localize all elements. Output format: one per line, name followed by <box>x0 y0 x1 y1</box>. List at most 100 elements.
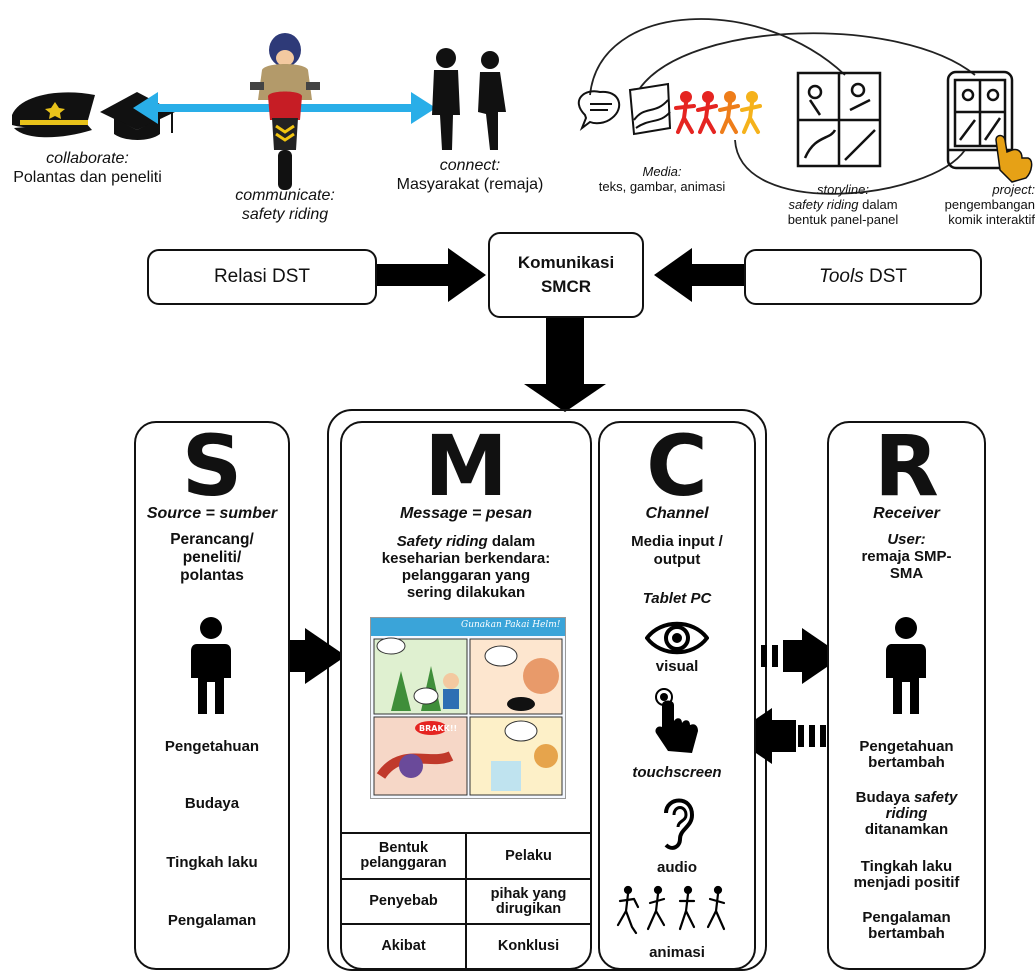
receiver-item-1-line-2: bertambah <box>868 754 945 771</box>
collaborate-label: collaborate: <box>46 150 129 167</box>
message-desc: Safety riding dalam keseharian berkendar… <box>342 533 590 601</box>
comic-image: Gunakan Pakai Helm! BRAKK!! <box>370 617 566 799</box>
communicate-text: safety riding <box>241 206 329 223</box>
receiver-item-2-italic2: riding <box>885 805 928 822</box>
source-panel: S Source = sumber Perancang/ peneliti/ p… <box>134 421 290 970</box>
tablet-icon <box>946 70 1014 170</box>
project-line1: pengembangan <box>944 197 1035 212</box>
source-desc-3: polantas <box>180 567 244 584</box>
receiver-item-2-italic: safety <box>914 789 958 806</box>
comic-header <box>371 618 565 636</box>
touch-hand-icon <box>655 688 698 753</box>
table-cell-bentuk: Bentuk pelanggaran <box>360 840 447 871</box>
person-icon <box>191 617 231 714</box>
storyline-line1-rest: dalam <box>858 197 898 212</box>
channel-media-io-2: output <box>653 551 701 568</box>
storyline-line1-italic: safety riding <box>788 197 859 212</box>
media-label: Media: <box>642 164 682 179</box>
motorcycle-rider-icon <box>250 33 320 190</box>
media-text: teks, gambar, animasi <box>598 179 726 194</box>
receiver-item-4-line-2: bertambah <box>868 925 945 942</box>
mc-group-frame <box>327 409 767 971</box>
project-label: project: <box>992 182 1035 197</box>
receiver-item-1: Pengetahuan bertambah <box>829 739 984 771</box>
storyline-curves <box>589 18 976 195</box>
connect-caption: connect: Masyarakat (remaja) <box>380 156 560 194</box>
storyline-line2: bentuk panel-panel <box>787 212 899 227</box>
source-item-4: Pengalaman <box>167 912 257 929</box>
source-desc-1: Perancang/ <box>170 531 254 548</box>
channel-title: Channel <box>645 505 709 522</box>
receiver-letter: R <box>874 417 939 515</box>
channel-panel: C Channel Media input / output Tablet PC… <box>598 421 756 970</box>
connect-label: connect: <box>439 157 501 174</box>
arrow-smcr-down <box>524 314 606 412</box>
source-item-3: Tingkah laku <box>166 854 258 871</box>
channel-animasi: animasi <box>649 944 705 961</box>
source-desc: Perancang/ peneliti/ polantas <box>136 531 288 585</box>
receiver-item-3-line-2: menjadi positif <box>853 874 960 891</box>
storyline-line1: safety riding dalam <box>768 197 918 212</box>
receiver-item-4: Pengalaman bertambah <box>829 910 984 942</box>
police-cap-icon <box>12 92 95 138</box>
graduation-cap-icon <box>100 92 175 140</box>
smcr-label: SMCR <box>540 277 592 296</box>
communicate-label: communicate: <box>235 187 335 204</box>
arrow-relasi-to-smcr <box>375 248 486 302</box>
table-cell-pihak: pihak yang dirugikan <box>490 885 567 917</box>
project-line2: komik interaktif <box>948 212 1035 227</box>
channel-visual: visual <box>655 658 699 675</box>
relasi-dst-label: Relasi DST <box>213 266 311 287</box>
receiver-title: Receiver <box>873 505 940 522</box>
receiver-user-label: User: <box>887 531 926 548</box>
table-cell-penyebab: Penyebab <box>369 893 438 909</box>
receiver-user-line-1: remaja SMP- <box>861 548 952 565</box>
comic-panels-icon <box>796 71 882 168</box>
source-item-2: Budaya <box>184 795 240 812</box>
touch-hand-icon-top <box>995 134 1033 183</box>
table-cell-konklusi: Konklusi <box>497 938 560 954</box>
collaborate-caption: collaborate: Polantas dan peneliti <box>0 149 175 187</box>
eye-icon <box>645 621 709 655</box>
tools-label-rest: DST <box>863 266 907 287</box>
channel-audio: audio <box>657 859 697 876</box>
receiver-user: User: remaja SMP- SMA <box>829 531 984 582</box>
receiver-user-line-2: SMA <box>889 565 924 582</box>
table-cell-akibat: Akibat <box>381 938 426 954</box>
message-desc-line-1: keseharian berkendara: <box>381 550 551 567</box>
komunikasi-smcr-box: Komunikasi SMCR <box>488 232 644 318</box>
connect-text: Masyarakat (remaja) <box>396 176 544 193</box>
receiver-item-4-line-1: Pengalaman <box>862 909 951 926</box>
source-item-1: Pengetahuan <box>164 738 260 755</box>
arrow-tools-to-smcr <box>654 248 750 302</box>
speech-bubble-icon <box>577 90 621 131</box>
tools-label-italic: Tools <box>819 266 864 287</box>
message-desc-italic: Safety riding <box>396 533 488 550</box>
receiver-item-1-line-1: Pengetahuan <box>859 738 954 755</box>
komunikasi-label: Komunikasi <box>517 253 615 272</box>
table-cell-pelaku: Pelaku <box>505 847 552 864</box>
channel-device: Tablet PC <box>642 590 712 607</box>
project-caption: project: pengembangan komik interaktif <box>925 182 1035 227</box>
people-silhouette-icon <box>432 48 506 150</box>
message-letter: M <box>424 417 508 515</box>
ear-icon <box>664 798 695 850</box>
message-panel: M Message = pesan Safety riding dalam ke… <box>340 421 592 970</box>
receiver-item-3: Tingkah laku menjadi positif <box>829 859 984 891</box>
receiver-panel: R Receiver User: remaja SMP- SMA Pengeta… <box>827 421 986 970</box>
picture-icon <box>628 82 672 136</box>
arrow-receiver-to-channel <box>731 708 826 764</box>
communicate-caption: communicate: safety riding <box>210 186 360 224</box>
message-desc-line-3: sering dilakukan <box>406 584 526 601</box>
collaborate-text: Polantas dan peneliti <box>13 169 162 186</box>
comic-panels-art: BRAKK!! <box>373 637 563 796</box>
person-icon-receiver <box>886 617 926 714</box>
message-desc-line-2: pelanggaran yang <box>401 567 531 584</box>
channel-media-io-1: Media input / <box>631 533 723 550</box>
channel-letter: C <box>646 417 708 515</box>
running-figures-icon <box>674 91 762 134</box>
receiver-item-2-post: ditanamkan <box>864 821 949 838</box>
source-letter: S <box>181 417 243 515</box>
source-title: Source = sumber <box>146 505 278 522</box>
